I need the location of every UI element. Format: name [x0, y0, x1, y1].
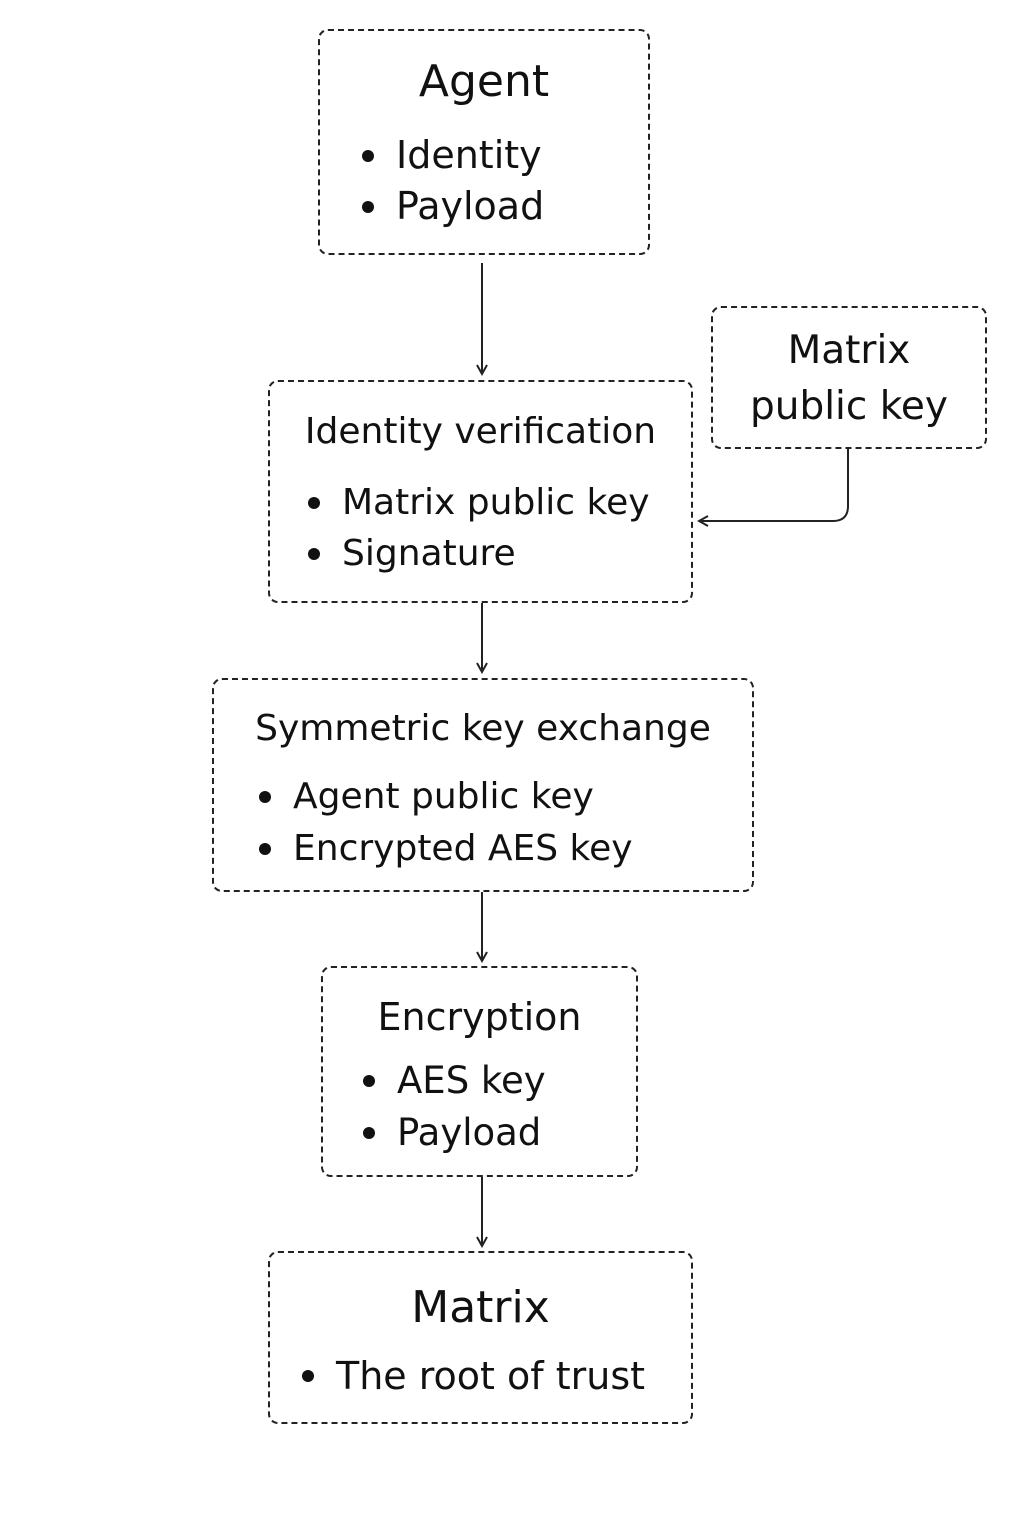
matrix-public-key-title-line2: public key: [749, 384, 948, 429]
bullet-icon: [302, 1370, 314, 1382]
list-item: Identity: [362, 130, 544, 181]
bullet-icon: [259, 791, 271, 803]
list-item: Payload: [363, 1107, 546, 1159]
matrix-items: The root of trust: [302, 1351, 646, 1401]
list-item: Payload: [362, 181, 545, 232]
encryption-item-payload: Payload: [397, 1111, 542, 1154]
agent-title: Agent: [418, 56, 550, 107]
bullet-icon: [259, 843, 271, 855]
matrix-item-root-of-trust: The root of trust: [336, 1354, 646, 1398]
encryption-items: AES key Payload: [363, 1055, 546, 1159]
bullet-icon: [362, 149, 374, 162]
list-item: The root of trust: [302, 1351, 646, 1401]
identity-verification-node: Identity verification Matrix public key …: [268, 380, 693, 603]
list-item: Agent public key: [259, 771, 633, 823]
symmetric-key-exchange-node: Symmetric key exchange Agent public key …: [212, 678, 754, 892]
symmetric-key-exchange-item-agent-public-key: Agent public key: [293, 776, 594, 817]
list-item: Signature: [308, 528, 650, 579]
matrix-public-key-node: Matrix public key: [711, 306, 987, 449]
matrix-title: Matrix: [411, 1282, 550, 1333]
encryption-item-aes-key: AES key: [397, 1059, 546, 1102]
list-item: Encrypted AES key: [259, 823, 633, 875]
bullet-icon: [362, 200, 374, 213]
identity-verification-item-matrix-public-key: Matrix public key: [342, 482, 650, 523]
bullet-icon: [363, 1127, 375, 1139]
bullet-icon: [308, 496, 320, 509]
identity-verification-title: Identity verification: [304, 411, 657, 452]
symmetric-key-exchange-title: Symmetric key exchange: [255, 708, 711, 749]
agent-items: Identity Payload: [362, 130, 545, 232]
agent-node: Agent Identity Payload: [318, 29, 650, 255]
identity-verification-item-signature: Signature: [342, 533, 516, 574]
edge-matrix-public-key-to-identity-verification: [699, 449, 849, 521]
bullet-icon: [308, 547, 320, 560]
matrix-public-key-title-line1: Matrix: [787, 328, 911, 373]
symmetric-key-exchange-items: Agent public key Encrypted AES key: [259, 771, 633, 875]
matrix-node: Matrix The root of trust: [268, 1251, 693, 1424]
encryption-node: Encryption AES key Payload: [321, 966, 638, 1177]
encryption-title: Encryption: [377, 995, 582, 1039]
bullet-icon: [363, 1075, 375, 1087]
identity-verification-items: Matrix public key Signature: [308, 477, 650, 579]
list-item: Matrix public key: [308, 477, 650, 528]
symmetric-key-exchange-item-encrypted-aes-key: Encrypted AES key: [293, 828, 633, 869]
agent-item-payload: Payload: [396, 184, 545, 228]
list-item: AES key: [363, 1055, 546, 1107]
agent-item-identity: Identity: [396, 133, 542, 177]
